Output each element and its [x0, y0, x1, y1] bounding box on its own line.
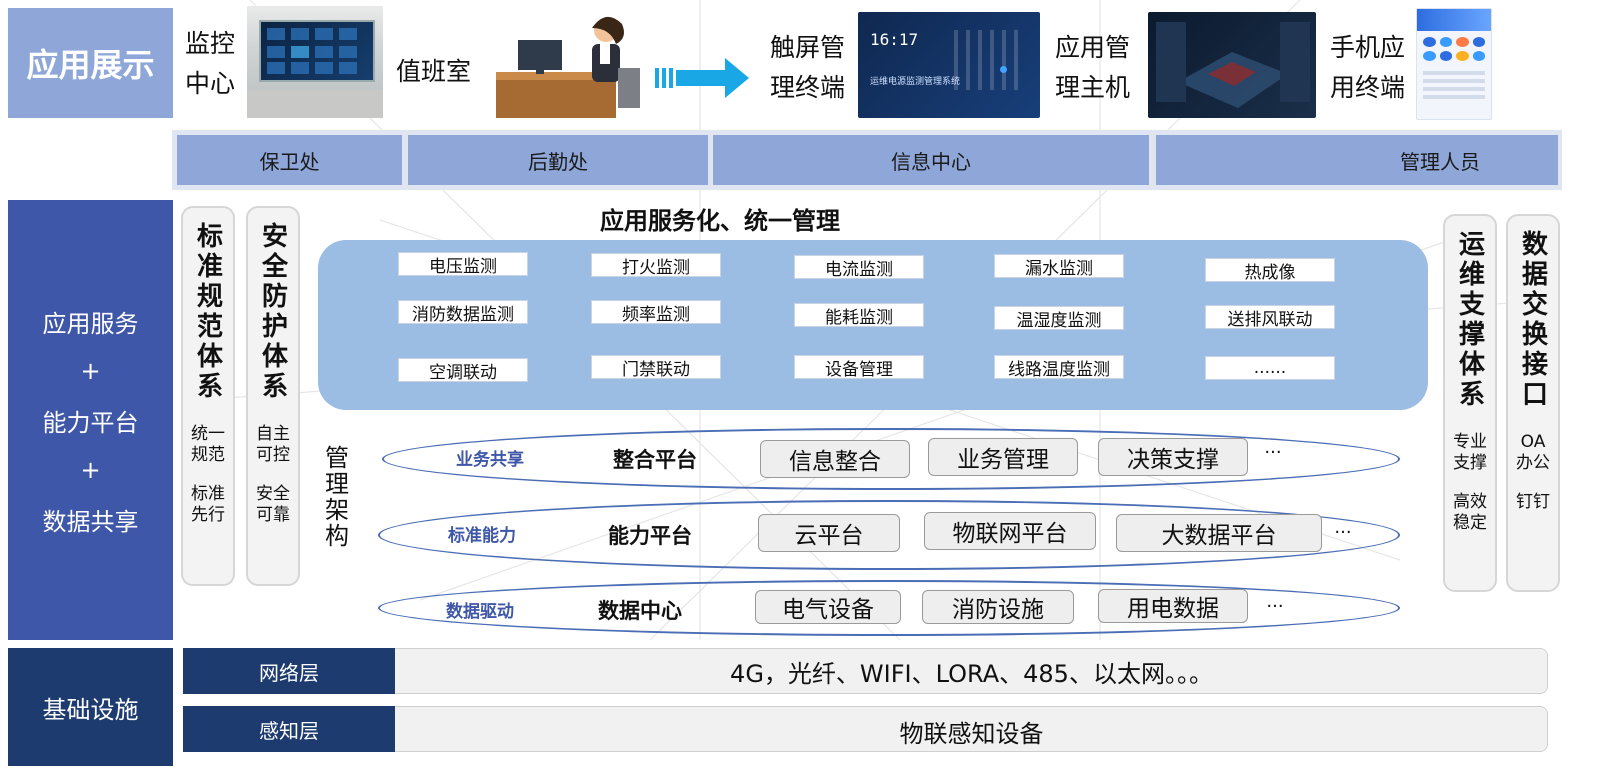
pillar-ops-title: 运维支撑体系: [1454, 230, 1485, 410]
platform-ring-data-center: [378, 580, 1400, 636]
duty-room-label: 值班室: [396, 57, 472, 86]
touch-terminal-line-1: 触屏管: [770, 33, 846, 62]
category-infrastructure-label: 基础设施: [42, 695, 139, 724]
pillar-security-note-2: 安全可靠: [256, 484, 290, 525]
pillar-ops-note-1: 专业支撑: [1453, 432, 1487, 473]
management-architecture-label: 管理架构: [320, 445, 349, 549]
ring-chip: 用电数据: [1098, 589, 1248, 623]
service-item: 能耗监测: [794, 303, 924, 328]
pillar-security: 安全防护体系 自主可控 安全可靠: [246, 206, 300, 586]
service-item: 热成像: [1205, 258, 1335, 283]
ring-chip: 大数据平台: [1116, 514, 1322, 552]
service-title: 应用服务化、统一管理: [600, 206, 840, 235]
ring-chip: 消防设施: [922, 590, 1074, 624]
pillar-data-exchange: 数据交换接口 OA办公 钉钉: [1506, 214, 1560, 592]
platform-ring-integration: [382, 428, 1400, 490]
category-svc-line-5: 数据共享: [42, 507, 139, 536]
app-host-screen: [1148, 12, 1316, 118]
category-infrastructure: 基础设施: [8, 648, 173, 766]
service-item: 门禁联动: [591, 355, 721, 380]
touch-terminal-line-2: 理终端: [770, 73, 846, 102]
pillar-ops-support: 运维支撑体系 专业支撑 高效稳定: [1443, 214, 1497, 592]
perception-layer-content: 物联感知设备: [899, 719, 1044, 748]
ring-name: 能力平台: [608, 524, 692, 548]
ring-chip: 云平台: [758, 514, 900, 552]
service-item: 电流监测: [794, 255, 924, 280]
service-item: 温湿度监测: [994, 306, 1124, 331]
category-app-display-label: 应用展示: [26, 46, 155, 84]
department-management: 管理人员: [1156, 135, 1558, 185]
service-item: ......: [1205, 356, 1335, 380]
monitor-center-label: 监控 中心: [185, 24, 245, 104]
pillar-standards-note-2: 标准先行: [191, 484, 225, 525]
mobile-terminal-screen: [1416, 8, 1492, 120]
ring-name: 整合平台: [613, 448, 697, 472]
app-host-line-1: 应用管: [1055, 33, 1131, 62]
pillar-exchange-note-1: OA办公: [1516, 432, 1550, 473]
ring-chip: 业务管理: [928, 438, 1078, 476]
network-layer-tag: 网络层: [183, 648, 395, 694]
department-logistics: 后勤处: [408, 135, 708, 185]
pillar-exchange-title: 数据交换接口: [1517, 230, 1548, 410]
mobile-terminal-line-2: 用终端: [1330, 73, 1406, 102]
monitor-center-line-1: 监控: [185, 29, 236, 58]
touch-terminal-label: 触屏管 理终端: [770, 28, 850, 108]
service-item: 漏水监测: [994, 254, 1124, 279]
pillar-standards-title: 标准规范体系: [192, 222, 223, 402]
calendar-grid: [954, 30, 1024, 90]
monitor-center-line-2: 中心: [185, 69, 236, 98]
category-svc-line-4: +: [80, 455, 101, 484]
pillar-security-title: 安全防护体系: [257, 222, 288, 402]
ring-tag: 业务共享: [456, 449, 524, 470]
ring-tag: 数据驱动: [446, 601, 514, 622]
app-host-line-2: 理主机: [1055, 73, 1131, 102]
touch-screen-time: 16:17: [870, 30, 919, 49]
arrow-right-icon: [655, 58, 749, 98]
category-svc-line-2: +: [80, 356, 101, 385]
ring-name: 数据中心: [598, 599, 682, 623]
ring-chip: 信息整合: [760, 440, 910, 478]
ring-chip: 电气设备: [755, 590, 901, 624]
service-item: 设备管理: [794, 355, 924, 380]
ring-tag: 标准能力: [448, 525, 516, 546]
touch-terminal-screen: 16:17 运维电源监测管理系统: [858, 12, 1040, 118]
touch-screen-caption: 运维电源监测管理系统: [870, 77, 961, 87]
category-svc-line-3: 能力平台: [42, 408, 139, 437]
service-item: 打火监测: [591, 253, 721, 278]
service-item: 消防数据监测: [398, 300, 528, 325]
ring-more: ···: [1264, 441, 1282, 463]
network-layer-row: [183, 648, 1548, 694]
service-item: 线路温度监测: [994, 355, 1124, 380]
service-item: 空调联动: [398, 358, 528, 383]
ring-more: ···: [1266, 595, 1284, 617]
network-layer-content: 4G，光纤、WIFI、LORA、485、以太网。。。: [730, 659, 1213, 688]
pillar-ops-note-2: 高效稳定: [1453, 492, 1487, 533]
service-item: 送排风联动: [1205, 305, 1335, 330]
monitor-center-image: [247, 6, 383, 118]
perception-layer-row: [183, 706, 1548, 752]
pillar-exchange-note-2: 钉钉: [1516, 492, 1550, 512]
ring-more: ···: [1334, 521, 1352, 543]
service-item: 频率监测: [591, 300, 721, 325]
pillar-standards: 标准规范体系 统一规范 标准先行: [181, 206, 235, 586]
category-app-services: 应用服务 + 能力平台 + 数据共享: [8, 200, 173, 640]
mobile-terminal-label: 手机应 用终端: [1330, 28, 1410, 108]
pillar-security-note-1: 自主可控: [256, 424, 290, 465]
calendar-today-dot: [1000, 66, 1007, 73]
category-svc-line-1: 应用服务: [42, 309, 139, 338]
mobile-terminal-line-1: 手机应: [1330, 33, 1406, 62]
platform-ring-capability: [378, 500, 1400, 570]
department-info-center: 信息中心: [713, 135, 1149, 185]
ring-chip: 决策支撑: [1098, 438, 1248, 476]
app-host-label: 应用管 理主机: [1055, 28, 1135, 108]
perception-layer-tag: 感知层: [183, 706, 395, 752]
service-item: 电压监测: [398, 252, 528, 277]
ring-chip: 物联网平台: [924, 512, 1096, 550]
pillar-standards-note-1: 统一规范: [191, 424, 225, 465]
department-security: 保卫处: [177, 135, 402, 185]
category-app-display: 应用展示: [8, 8, 173, 118]
duty-room-illustration: [496, 16, 640, 118]
